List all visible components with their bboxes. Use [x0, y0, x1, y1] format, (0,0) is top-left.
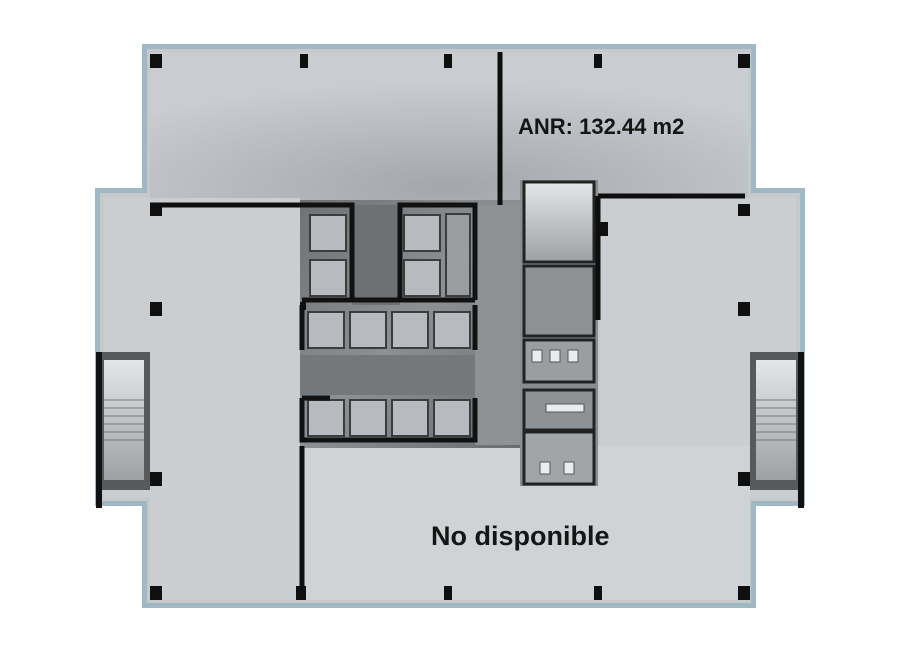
- elevator-2: [309, 259, 347, 297]
- restroom-upper: [522, 264, 596, 338]
- elevator-1: [309, 214, 347, 252]
- elevator-3: [403, 214, 441, 252]
- core-walls: [299, 202, 478, 443]
- elevator-10: [349, 399, 387, 437]
- elevators: [307, 214, 471, 437]
- elevator-12: [433, 399, 471, 437]
- emergency-stair-left: [96, 352, 150, 508]
- core-stair: [522, 180, 596, 264]
- floor-areas: [104, 52, 796, 600]
- availability-label: No disponible: [431, 521, 610, 551]
- restrooms: [522, 180, 596, 486]
- elevator-7: [391, 311, 429, 349]
- floor-top: [150, 52, 748, 202]
- columns: [150, 54, 750, 600]
- elevator-9: [307, 399, 345, 437]
- elevator-11: [391, 399, 429, 437]
- emergency-stair-right: [750, 352, 804, 508]
- partition-walls: [150, 52, 745, 600]
- elevator-4: [403, 259, 441, 297]
- restroom-sinks: [522, 388, 596, 432]
- floor-bottom-left: [150, 446, 300, 600]
- area-label: ANR: 132.44 m2: [518, 114, 685, 139]
- service-shaft: [445, 213, 471, 297]
- restroom-lower: [522, 430, 596, 486]
- elevator-5: [307, 311, 345, 349]
- elevator-8: [433, 311, 471, 349]
- elevator-6: [349, 311, 387, 349]
